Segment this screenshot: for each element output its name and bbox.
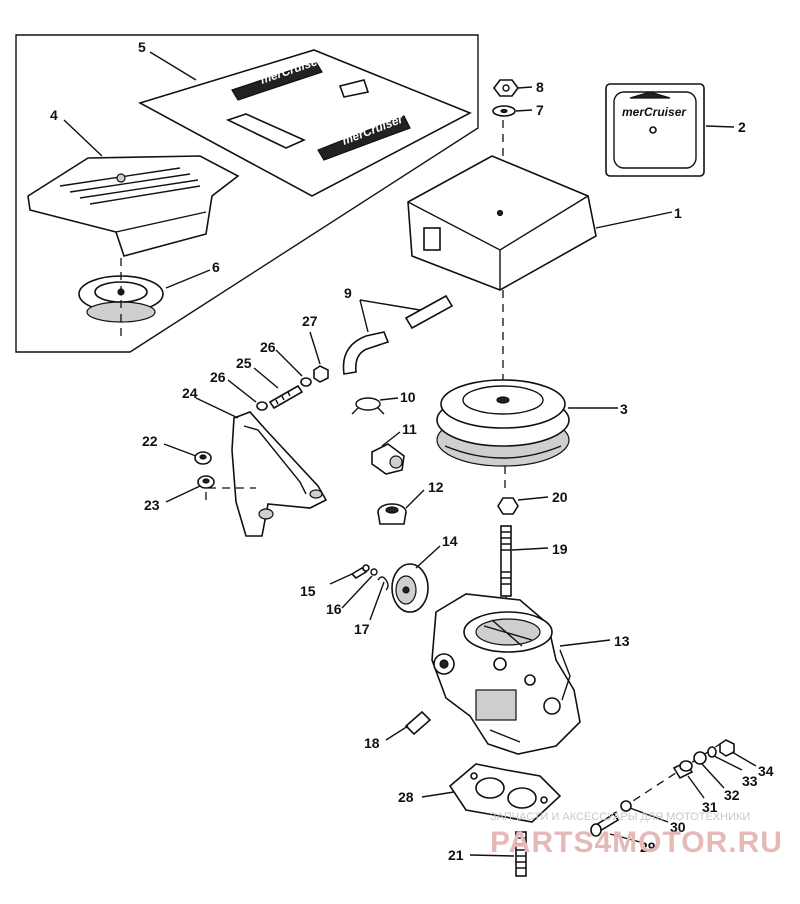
nut-27 xyxy=(313,365,329,383)
callout-21: 21 xyxy=(448,847,464,863)
choke-housing xyxy=(391,563,429,613)
carb-gasket xyxy=(448,763,562,823)
linkage-nut-34 xyxy=(719,739,735,757)
linkage-bushing-32 xyxy=(693,751,707,765)
callout-25: 25 xyxy=(236,355,252,371)
callout-6: 6 xyxy=(212,259,220,275)
callout-5: 5 xyxy=(138,39,146,55)
carb-stud xyxy=(500,525,512,597)
callout-19: 19 xyxy=(552,541,568,557)
top-washer xyxy=(492,105,516,117)
callout-26a: 26 xyxy=(210,369,226,385)
callout-23: 23 xyxy=(144,497,160,513)
callout-29: 29 xyxy=(640,839,656,855)
elbow-fitting xyxy=(371,443,405,475)
callout-8: 8 xyxy=(536,79,544,95)
spring-17 xyxy=(377,576,389,591)
hose-clamp xyxy=(351,397,385,415)
linkage-washer-33 xyxy=(707,746,717,758)
grommet xyxy=(377,503,407,525)
callout-15: 15 xyxy=(300,583,316,599)
callout-7: 7 xyxy=(536,102,544,118)
flame-arrestor-cap xyxy=(78,275,164,323)
flame-arrestor xyxy=(436,379,570,467)
callout-22: 22 xyxy=(142,433,158,449)
callout-17: 17 xyxy=(354,621,370,637)
screw-15 xyxy=(350,564,370,580)
flame-arrestor-cover xyxy=(407,155,597,291)
callout-13: 13 xyxy=(614,633,630,649)
callout-18: 18 xyxy=(364,735,380,751)
callout-2: 2 xyxy=(738,119,746,135)
fuel-fitting xyxy=(404,710,432,736)
callout-32: 32 xyxy=(724,787,740,803)
mercruiser-badge: merCruiser xyxy=(605,83,705,177)
callout-14: 14 xyxy=(442,533,458,549)
washer-26-left xyxy=(256,401,268,411)
callout-9: 9 xyxy=(344,285,352,301)
callout-30: 30 xyxy=(670,819,686,835)
leader-lines xyxy=(63,51,757,857)
callout-4: 4 xyxy=(50,107,58,123)
badge-brand-text: merCruiser xyxy=(622,105,687,119)
washer-26-right xyxy=(300,377,312,387)
engine-cover xyxy=(27,155,240,257)
callout-26b: 26 xyxy=(260,339,276,355)
callout-1: 1 xyxy=(674,205,682,221)
spacer-22 xyxy=(194,451,212,465)
callout-16: 16 xyxy=(326,601,342,617)
kit-enclosure-outline xyxy=(15,34,479,353)
linkage-screw-29 xyxy=(590,812,620,837)
vent-hoses xyxy=(342,294,454,375)
callout-10: 10 xyxy=(400,389,416,405)
callout-3: 3 xyxy=(620,401,628,417)
watermark-logo: PARTS4MOTOR.RU xyxy=(490,826,783,859)
carb-stud-nut xyxy=(497,497,519,515)
top-nut xyxy=(493,79,519,97)
callout-11: 11 xyxy=(402,421,417,437)
watermark: ЗАПЧАСТИ И АКСЕССУАРЫ ДЛЯ МОТОТЕХНИКИ PA… xyxy=(490,811,783,859)
carburetor xyxy=(431,593,581,755)
callout-33: 33 xyxy=(742,773,758,789)
callout-labels: 1 2 3 4 5 6 7 8 9 10 11 12 13 14 15 16 1… xyxy=(50,39,774,863)
callout-20: 20 xyxy=(552,489,568,505)
callout-28: 28 xyxy=(398,789,414,805)
linkage-spacer-31 xyxy=(672,760,694,780)
callout-27: 27 xyxy=(302,313,318,329)
callout-24: 24 xyxy=(182,385,198,401)
clip-16 xyxy=(370,568,378,576)
throttle-bracket xyxy=(231,411,328,537)
callout-12: 12 xyxy=(428,479,444,495)
watermark-caption: ЗАПЧАСТИ И АКСЕССУАРЫ ДЛЯ МОТОТЕХНИКИ xyxy=(490,811,750,823)
bracket-screw xyxy=(268,384,304,410)
spacer-23 xyxy=(197,475,215,489)
linkage-washer-30 xyxy=(620,800,632,812)
manifold-stud xyxy=(515,831,527,877)
callout-34: 34 xyxy=(758,763,774,779)
callout-31: 31 xyxy=(702,799,718,815)
